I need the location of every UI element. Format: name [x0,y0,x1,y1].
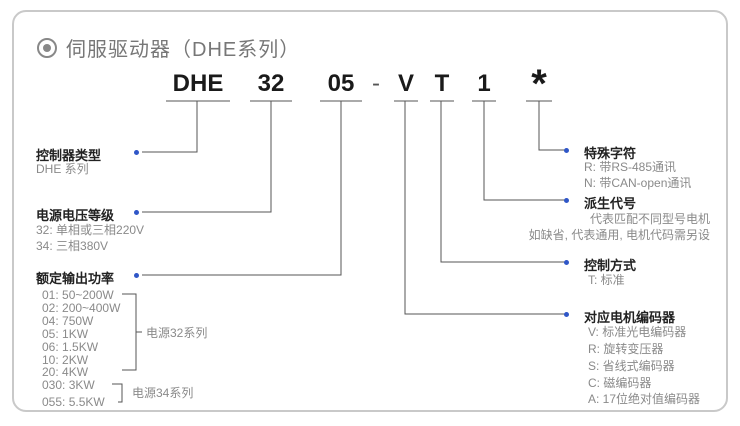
derived-dot [564,198,569,203]
power-option: 10: 2KW [42,353,89,367]
power-option: 20: 4KW [42,365,89,379]
voltage-level-dot [134,210,139,215]
power-option: 06: 1.5KW [42,340,99,354]
title-block: 伺服驱动器（DHE系列） [36,33,300,62]
encoder-title: 对应电机编码器 [584,310,676,325]
diagram-card [12,10,728,412]
derived-line: 如缺省, 代表通用, 电机代码需另设 [528,228,710,242]
circle-dot-icon [37,37,57,58]
control-mode-title: 控制方式 [584,258,637,273]
derived-title: 派生代号 [584,196,637,211]
derived-line: 代表匹配不同型号电机 [589,212,710,226]
page-title: 伺服驱动器（DHE系列） [66,39,301,61]
power-option: 02: 200~400W [42,301,121,315]
voltage-level-line: 34: 三相380V [36,239,109,253]
encoder-line: R: 旋转变压器 [588,342,664,356]
code-power: 05 [327,70,355,97]
series34-label: 电源34系列 [132,386,194,400]
special-line: N: 带CAN-open通讯 [584,176,692,190]
control-type-title: 控制器类型 [36,148,102,163]
encoder-line: A: 17位绝对值编码器 [588,392,701,406]
special-line: R: 带RS-485通讯 [584,160,677,174]
control-mode-line: T: 标准 [588,273,625,287]
code-dash: - [372,70,380,97]
code-derived: 1 [477,70,491,97]
encoder-dot [564,312,569,317]
control-type-line: DHE 系列 [36,162,89,176]
power-option: 01: 50~200W [42,288,114,302]
control-mode-dot [564,260,569,265]
voltage-level-line: 32: 单相或三相220V [36,223,145,237]
code-voltage: 32 [257,70,285,97]
special-dot [564,148,569,153]
code-control: T [434,70,450,97]
code-prefix: DHE [172,70,224,97]
rated-power-dot [134,273,139,278]
power-option: 055: 5.5KW [42,395,105,409]
control-type-dot [134,150,139,155]
code-encoder: V [397,70,414,97]
rated-power-title: 额定输出功率 [36,271,115,286]
power-option: 05: 1KW [42,327,89,341]
encoder-line: V: 标准光电编码器 [588,325,687,339]
encoder-line: S: 省线式编码器 [588,359,675,373]
power-option: 030: 3KW [42,378,95,392]
encoder-line: C: 磁编码器 [588,376,652,390]
voltage-level-title: 电源电压等级 [36,208,115,223]
series32-label: 电源32系列 [146,326,208,340]
special-title: 特殊字符 [584,146,637,161]
code-special: * [531,62,547,106]
power-option: 04: 750W [42,314,94,328]
